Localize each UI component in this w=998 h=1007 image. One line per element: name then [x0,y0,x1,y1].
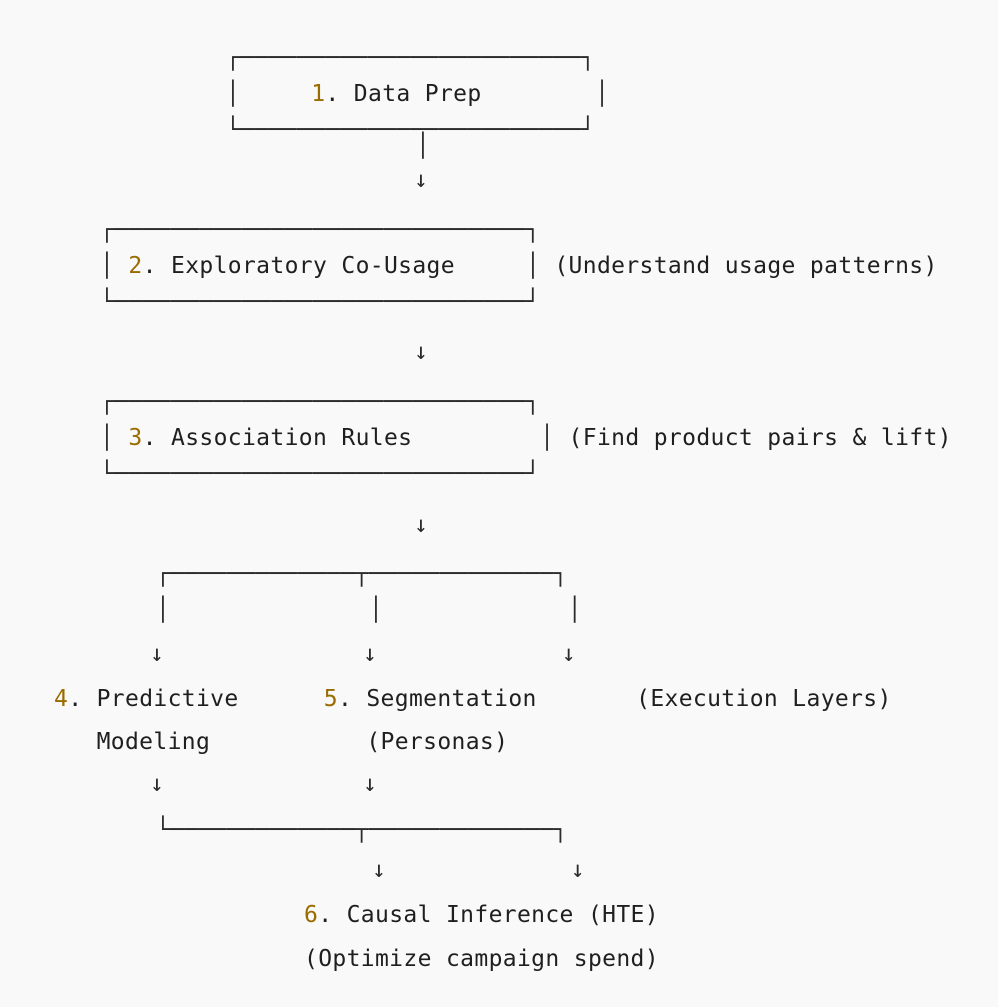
merge-down-arrows: ↓ ↓ [372,857,585,883]
box-1-top-border: ┌────────────────────────┐ [226,45,596,71]
box-1-content: │ 1. Data Prep │ [226,80,609,108]
step-6-label: . Causal Inference (HTE) [318,902,659,928]
step-2-label: . Exploratory Co-Usage [142,253,455,279]
box-border: │ [100,253,115,279]
step-5-label-line2: (Personas) [366,729,509,755]
step-3-note: (Find product pairs & lift) [568,425,952,451]
box-1-bottom-border: └────────────────────────┘ [226,117,596,143]
box-2-top-border: ┌─────────────────────────────┐ [100,217,541,243]
branch-note: (Execution Layers) [636,686,892,712]
step-3-number: 3 [128,425,143,451]
box-3-top-border: ┌─────────────────────────────┐ [100,389,541,415]
step-6-label-line2: (Optimize campaign spend) [304,946,659,972]
branch-split-line: ┌─────────────┬─────────────┐ [156,561,568,587]
box-border: │ [100,425,115,451]
step-4-label: . Predictive [68,686,239,712]
step-4-number: 4 [54,686,69,712]
step-6-row-1: 6. Causal Inference (HTE) [304,901,659,929]
box-2-content: │ 2. Exploratory Co-Usage │ (Understand … [100,252,938,280]
box-border: │ [525,253,541,279]
branch-verticals: │ │ │ [156,597,582,623]
box-3-bottom-border: └─────────────────────────────┘ [100,461,541,487]
step-1-number: 1 [311,81,326,107]
box-2-bottom-border: └─────────────────────────────┘ [100,289,541,315]
box-border: │ [226,81,241,107]
branch-arrows: ↓ ↓ ↓ [150,641,576,667]
branch-row-2: Modeling (Personas) [54,728,508,756]
box-border: │ [595,81,610,107]
connector-tick: │ [416,133,431,159]
down-arrow-icon: ↓ [414,339,429,365]
step-5-number: 5 [323,686,338,712]
step-6-number: 6 [304,902,319,928]
step-2-number: 2 [128,253,143,279]
step-4-label-line2: Modeling [96,729,211,755]
step-5-label: . Segmentation [337,686,537,712]
box-border: │ [540,425,555,451]
down-arrow-icon: ↓ [414,167,429,193]
down-arrow-icon: ↓ [414,512,429,538]
branch-row-1: 4. Predictive 5. Segmentation (Execution… [54,685,892,713]
step-1-label: . Data Prep [325,81,482,107]
step-6-row-2: (Optimize campaign spend) [304,945,659,973]
merge-line: └─────────────┬─────────────┐ [156,817,568,843]
box-3-content: │ 3. Association Rules │ (Find product p… [100,424,952,452]
step-2-note: (Understand usage patterns) [554,253,938,279]
step-3-label: . Association Rules [142,425,413,451]
merge-arrows: ↓ ↓ [150,771,378,797]
